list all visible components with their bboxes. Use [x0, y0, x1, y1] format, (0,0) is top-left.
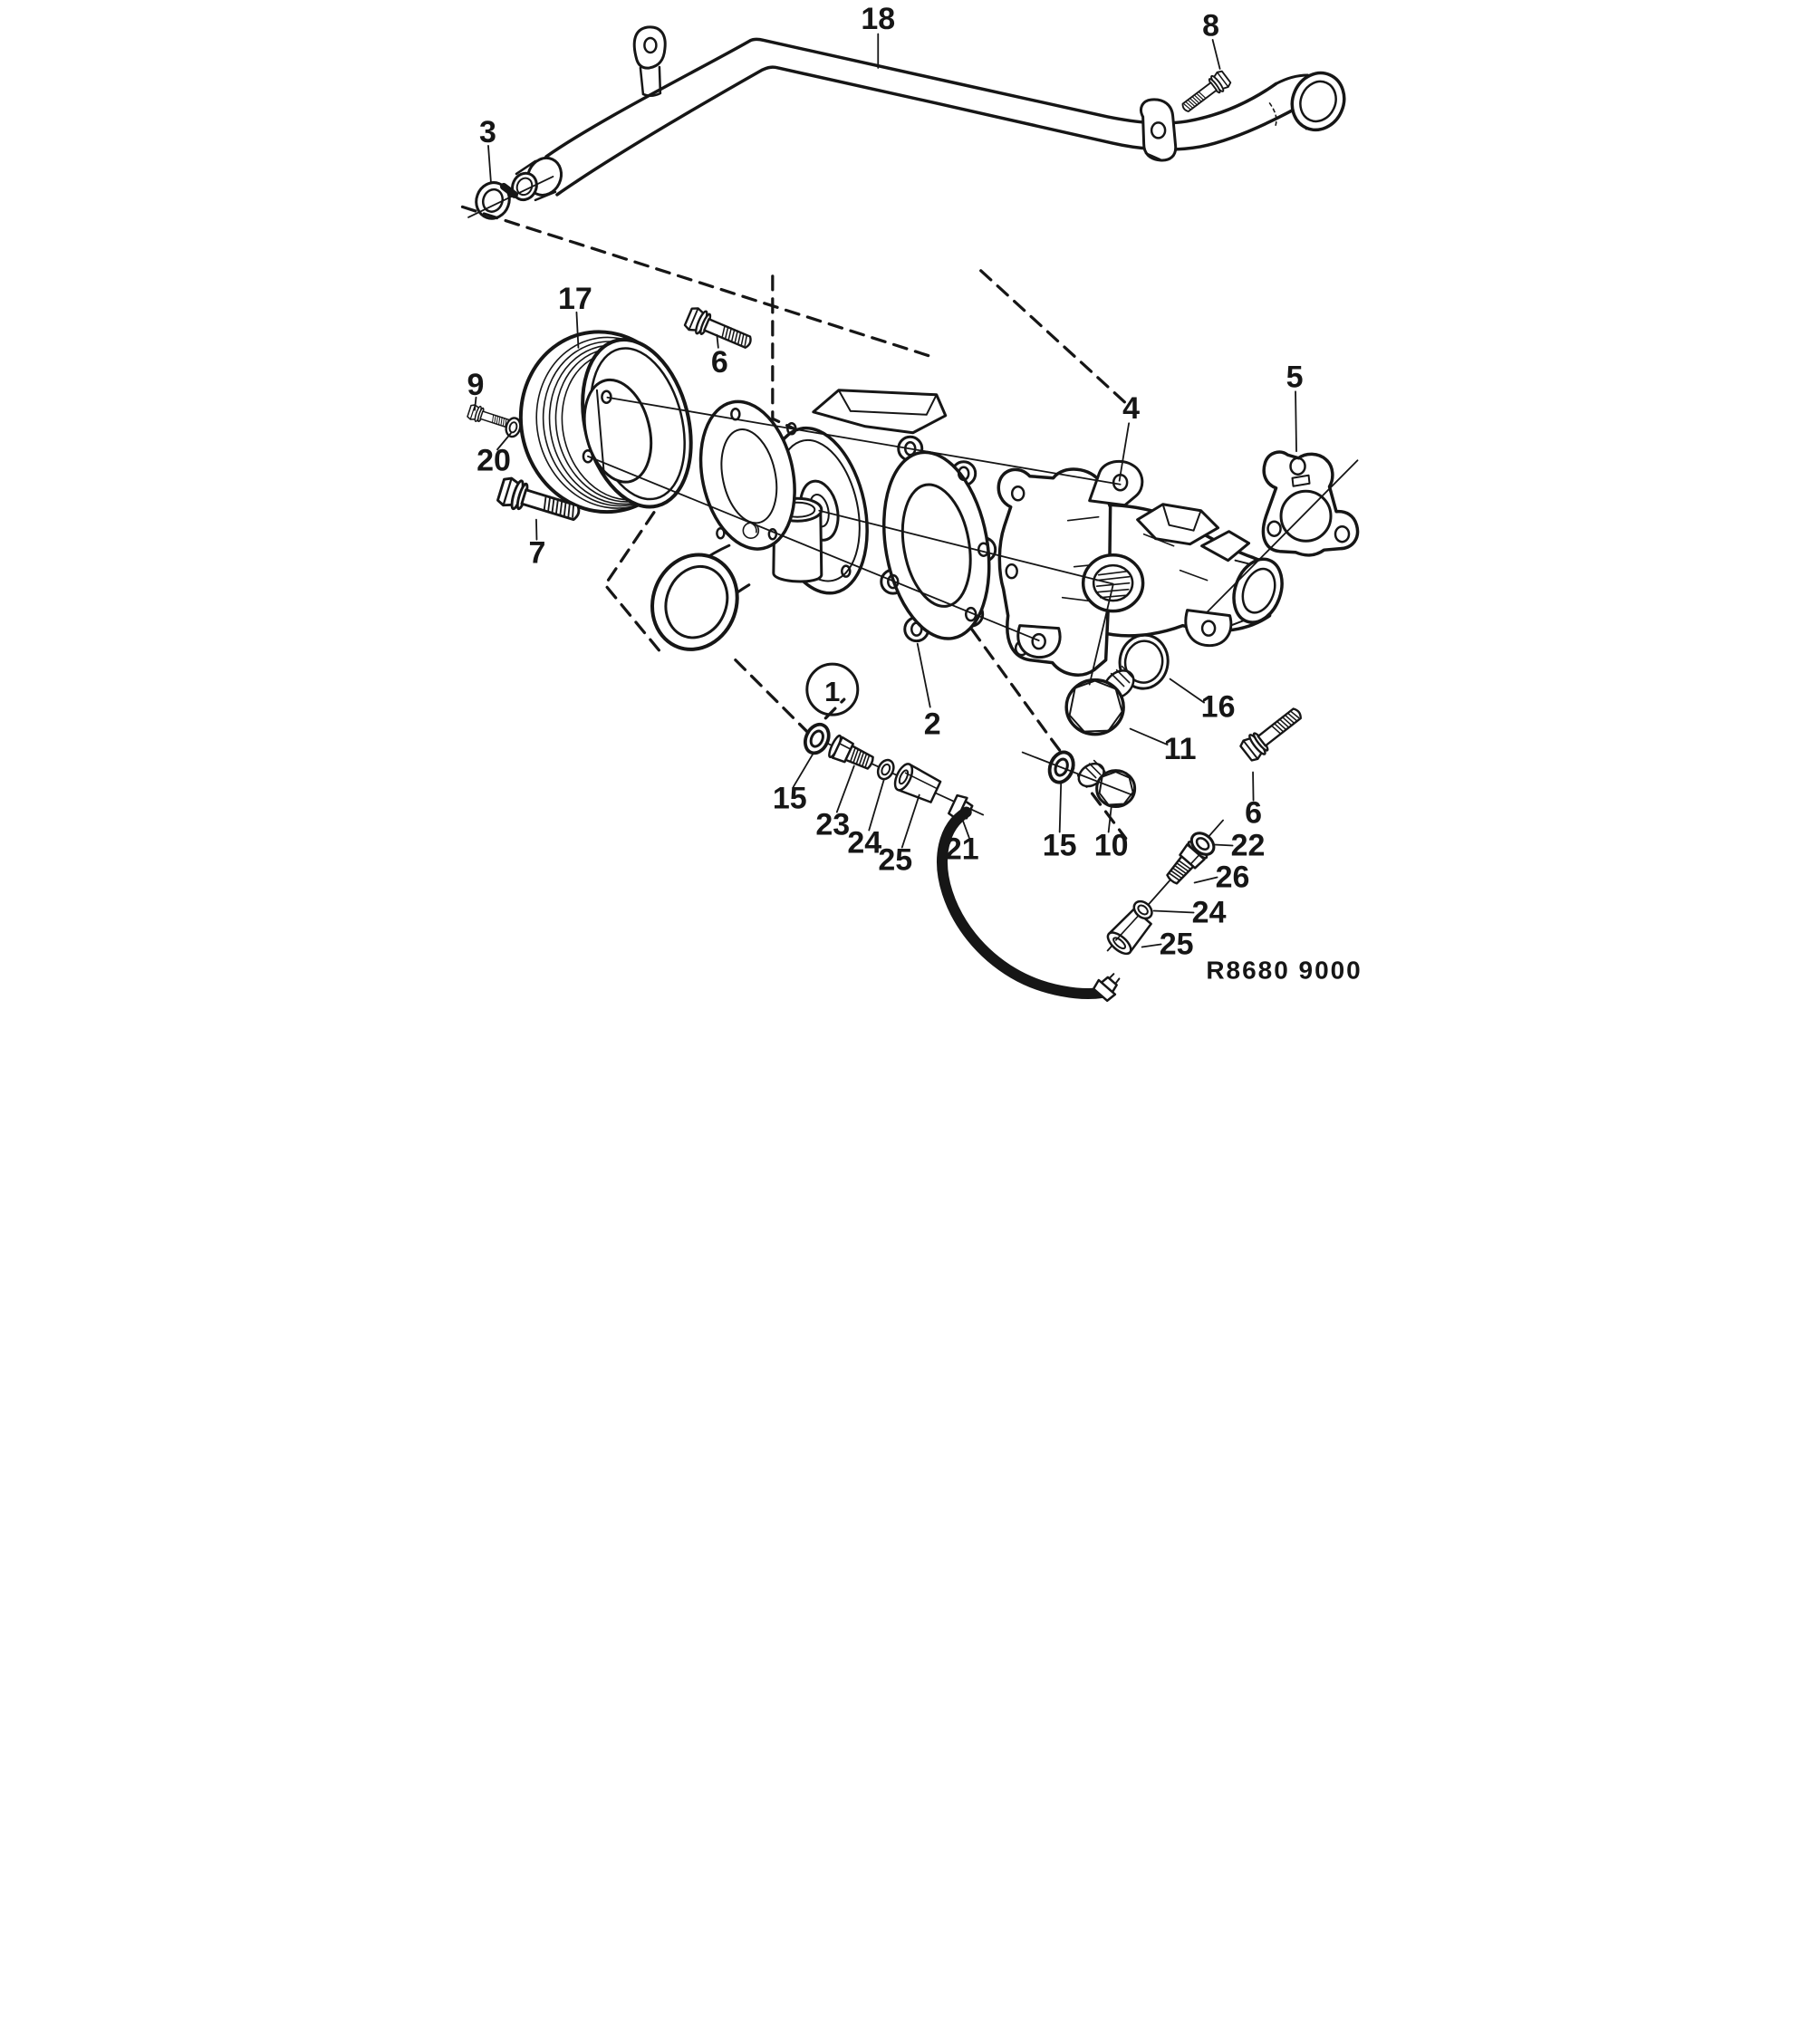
gasket-2 — [879, 435, 997, 643]
gasket-5 — [1206, 450, 1359, 613]
water-pump — [650, 389, 947, 651]
washer-15-front — [798, 718, 835, 759]
plug-10 — [1077, 759, 1136, 809]
part-9-label: 9 — [467, 368, 484, 402]
part-23-label: 23 — [815, 808, 850, 842]
rear-fitting-chain — [1103, 819, 1224, 959]
part-25a-label: 25 — [878, 843, 912, 878]
pipe-bracket-ear-rear — [1139, 98, 1177, 162]
pump-hose-stub — [650, 553, 739, 651]
part-15b-leader — [1058, 783, 1062, 833]
part-25b-leader — [1141, 943, 1162, 948]
part-4-leader — [1118, 422, 1130, 482]
pipe-axis-line — [467, 176, 554, 218]
part-10-label: 10 — [1093, 829, 1128, 863]
part-2-leader — [916, 642, 931, 708]
alignment-lines — [586, 396, 1133, 796]
part-5-label: 5 — [1286, 360, 1303, 394]
exploded-parts-diagram: 1883176920754121611615232425211510222624… — [455, 0, 1365, 1014]
part-21-label: 21 — [944, 832, 978, 867]
part-16-leader — [1169, 678, 1205, 704]
part-11-leader — [1129, 727, 1169, 745]
part-16-label: 16 — [1200, 690, 1235, 725]
plug-11 — [1064, 665, 1134, 736]
pipe-bracket-ear-front — [632, 25, 667, 97]
part-24b-label: 24 — [1191, 895, 1226, 929]
part-1-circle — [804, 662, 859, 716]
part-21-leader — [961, 819, 970, 839]
part-26-label: 26 — [1215, 861, 1249, 895]
part-6b-label: 6 — [1245, 796, 1262, 831]
part-25b-label: 25 — [1159, 927, 1193, 961]
part-11-label: 11 — [1163, 732, 1196, 766]
nipple-23 — [825, 733, 878, 775]
part-8-label: 8 — [1202, 8, 1219, 43]
bolt-8 — [1177, 68, 1233, 118]
part-23-leader — [835, 764, 855, 813]
bleed-hose — [936, 806, 1120, 1003]
part-6a-label: 6 — [710, 345, 727, 380]
pipe-flare-end — [1268, 71, 1345, 132]
part-7-label: 7 — [528, 536, 545, 571]
coolant-pipe — [467, 25, 1345, 220]
bolt-6-rear — [1237, 701, 1307, 764]
part-10-leader — [1107, 806, 1112, 833]
o-ring-seal-3 — [474, 181, 518, 220]
part-9-leader — [473, 396, 477, 411]
pulley-center-opening — [583, 378, 652, 484]
coolant-housing — [997, 459, 1284, 677]
part-25a-leader — [900, 793, 920, 849]
part-15b-label: 15 — [1042, 829, 1076, 863]
part-3-leader — [486, 145, 492, 184]
pipe-end-bushing — [510, 156, 563, 202]
part-2-label: 2 — [923, 707, 940, 742]
pulley-bolt-hole — [582, 449, 593, 464]
part-4-label: 4 — [1122, 391, 1140, 426]
part-17-leader — [575, 311, 579, 349]
pump-top-lug — [811, 389, 947, 435]
part-8-leader — [1211, 39, 1220, 70]
housing-threaded-boss — [1081, 553, 1144, 613]
part-20-label: 20 — [477, 444, 511, 478]
part-5-leader — [1294, 390, 1297, 453]
part-20-leader — [496, 432, 512, 451]
part-24b-leader — [1152, 909, 1194, 914]
part-22-label: 22 — [1230, 829, 1265, 863]
part-18-label: 18 — [861, 2, 895, 36]
o-ring-16 — [1118, 633, 1170, 690]
part-15a-label: 15 — [772, 782, 806, 816]
part-24a-label: 24 — [847, 826, 881, 861]
pulley-bolt-hole — [600, 389, 612, 405]
dashed-reference-lines — [460, 205, 1130, 841]
drawing-code: R8680 9000 — [1206, 956, 1362, 984]
part-15a-leader — [792, 752, 814, 788]
part-24a-leader — [867, 778, 885, 832]
spacer-25-front — [890, 760, 943, 806]
part-1-label: 1 — [824, 676, 840, 707]
part-22-leader — [1213, 843, 1233, 847]
washer-24-front — [873, 755, 898, 784]
part-26-leader — [1193, 876, 1218, 884]
part-17-label: 17 — [558, 282, 592, 316]
hose-nut-rear — [1092, 973, 1120, 1003]
part-3-label: 3 — [479, 115, 496, 149]
